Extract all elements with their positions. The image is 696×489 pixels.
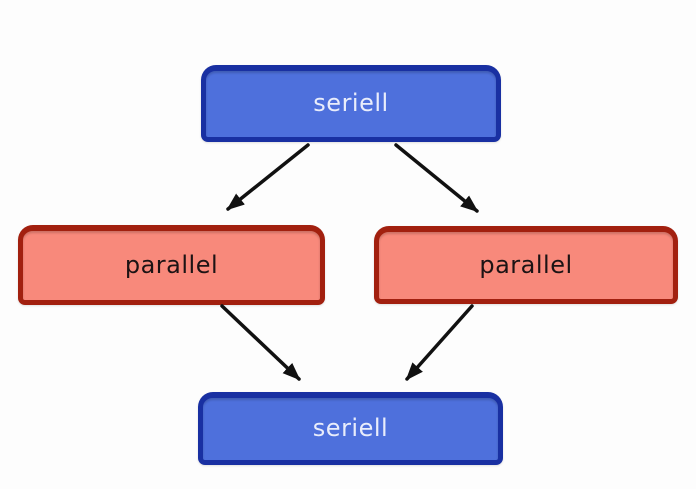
arrow-parallel-right-to-bottom bbox=[405, 304, 474, 381]
node-seriell-top: seriell bbox=[201, 65, 501, 142]
node-label: seriell bbox=[313, 89, 389, 117]
node-label: parallel bbox=[124, 250, 219, 279]
node-parallel-right: parallel bbox=[374, 226, 678, 304]
arrow-top-to-parallel-right bbox=[394, 143, 479, 213]
node-seriell-bottom: seriell bbox=[198, 392, 503, 465]
node-label: seriell bbox=[312, 414, 389, 442]
node-parallel-left: parallel bbox=[18, 225, 325, 305]
arrow-top-to-parallel-left bbox=[226, 143, 310, 211]
arrow-parallel-left-to-bottom bbox=[220, 304, 301, 381]
node-label: parallel bbox=[479, 250, 573, 279]
